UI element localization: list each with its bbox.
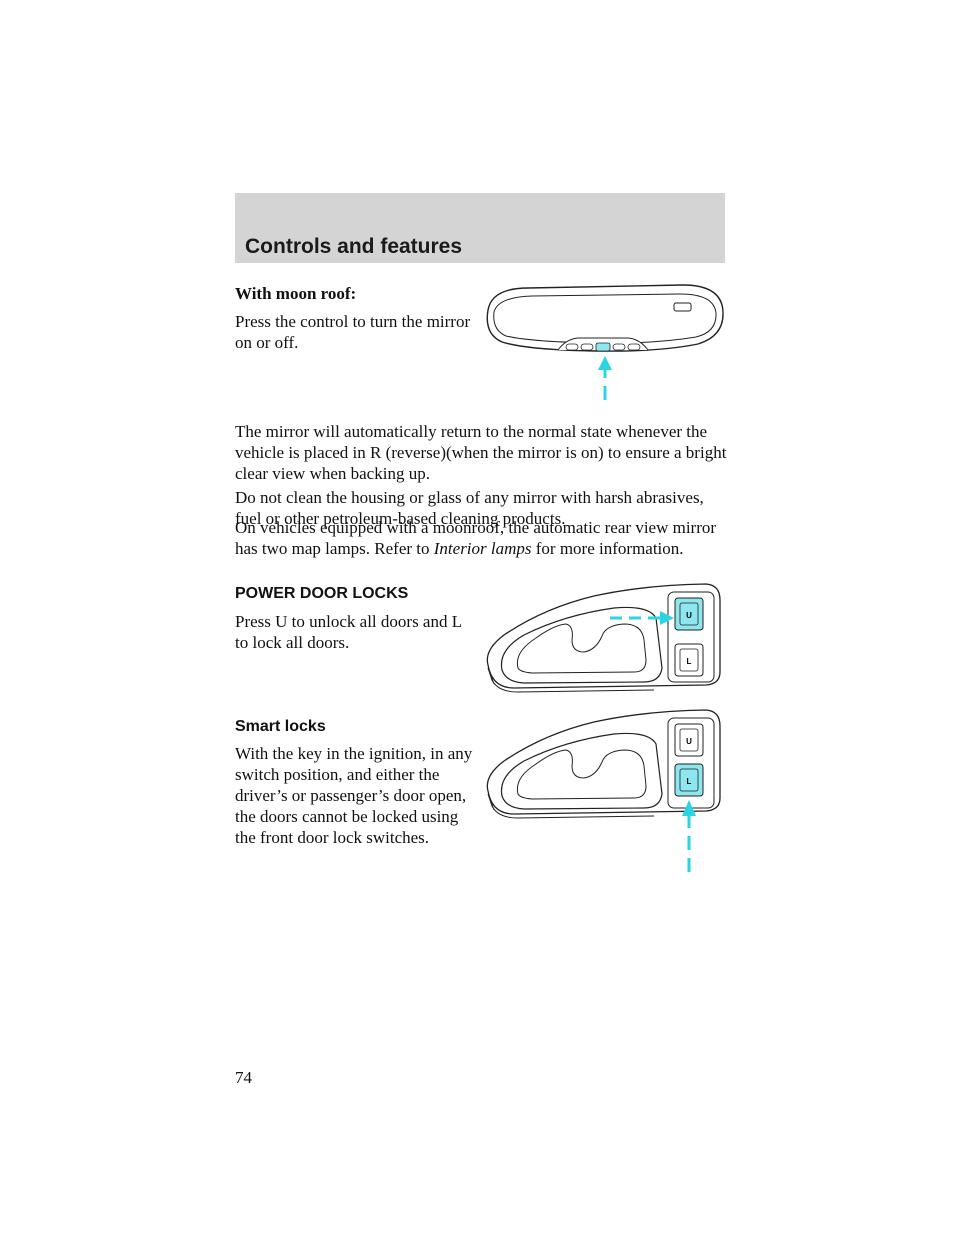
section-header-band: Controls and features (235, 193, 725, 263)
unlock-pointer-arrow (660, 611, 674, 625)
lock-switch (674, 643, 704, 677)
mirror-on-off-control (595, 342, 611, 352)
interior-lamps-reference: Interior lamps (433, 539, 532, 558)
auto-return-paragraph: The mirror will automatically return to … (235, 422, 727, 483)
smart-lock-switch-label: L (687, 777, 692, 786)
moonroof-note-paragraph: On vehicles equipped with a moonroof, th… (235, 518, 717, 558)
smart-unlock-switch (674, 723, 704, 757)
cleaning-paragraph: Do not clean the housing or glass of any… (235, 488, 704, 528)
power-door-lock-illustration: U L (486, 583, 721, 693)
smart-lock-illustration: U L (486, 709, 721, 872)
lock-switch-label: L (687, 657, 692, 666)
smart-locks-description: With the key in the ignition, in any swi… (235, 744, 473, 847)
power-door-locks-heading: POWER DOOR LOCKS (235, 585, 409, 602)
smart-lock-switch (674, 763, 704, 797)
power-door-locks-instruction: Press U to unlock all doors and L to loc… (235, 612, 462, 652)
mirror-pointer-arrow (598, 356, 612, 370)
smart-unlock-switch-label: U (686, 737, 692, 746)
moon-roof-instruction: Press the control to turn the mirror on … (235, 312, 471, 352)
moon-roof-subheading: With moon roof: (235, 284, 357, 303)
page-number: 74 (235, 1068, 252, 1087)
smart-locks-heading: Smart locks (235, 718, 326, 735)
lock-pointer-arrow (682, 800, 696, 816)
section-title: Controls and features (245, 235, 463, 258)
unlock-switch (674, 597, 704, 631)
rear-view-mirror-illustration (486, 284, 724, 400)
unlock-switch-label: U (686, 611, 692, 620)
